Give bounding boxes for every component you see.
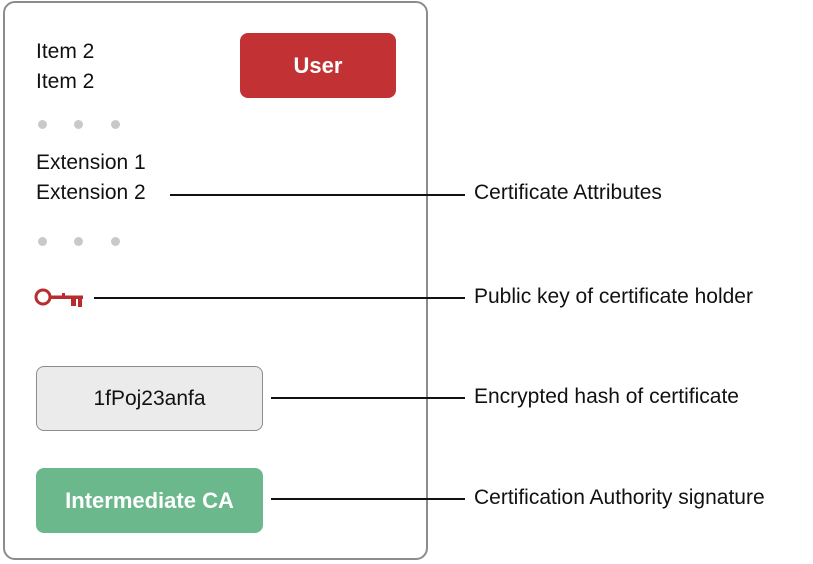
item-label-2: Item 2 (36, 70, 95, 93)
item-label-1: Item 2 (36, 40, 95, 63)
connector-line-signature (271, 498, 465, 500)
intermediate-ca-button[interactable]: Intermediate CA (36, 468, 263, 533)
key-icon (34, 288, 83, 307)
ellipsis-dot (111, 120, 120, 129)
label-public-key: Public key of certificate holder (474, 285, 753, 308)
extension-label-1: Extension 1 (36, 151, 146, 174)
ellipsis-dot (38, 237, 47, 246)
label-certificate-attributes: Certificate Attributes (474, 181, 662, 204)
ellipsis-dot (74, 237, 83, 246)
label-encrypted-hash: Encrypted hash of certificate (474, 385, 739, 408)
extension-label-2: Extension 2 (36, 181, 146, 204)
connector-line-hash (271, 397, 465, 399)
connector-line-public-key (94, 297, 465, 299)
user-button[interactable]: User (240, 33, 396, 98)
label-ca-signature: Certification Authority signature (474, 486, 765, 509)
hash-value-box: 1fPoj23anfa (36, 366, 263, 431)
ellipsis-dot (74, 120, 83, 129)
ellipsis-dot (38, 120, 47, 129)
connector-line-attributes (170, 194, 465, 196)
ellipsis-dot (111, 237, 120, 246)
